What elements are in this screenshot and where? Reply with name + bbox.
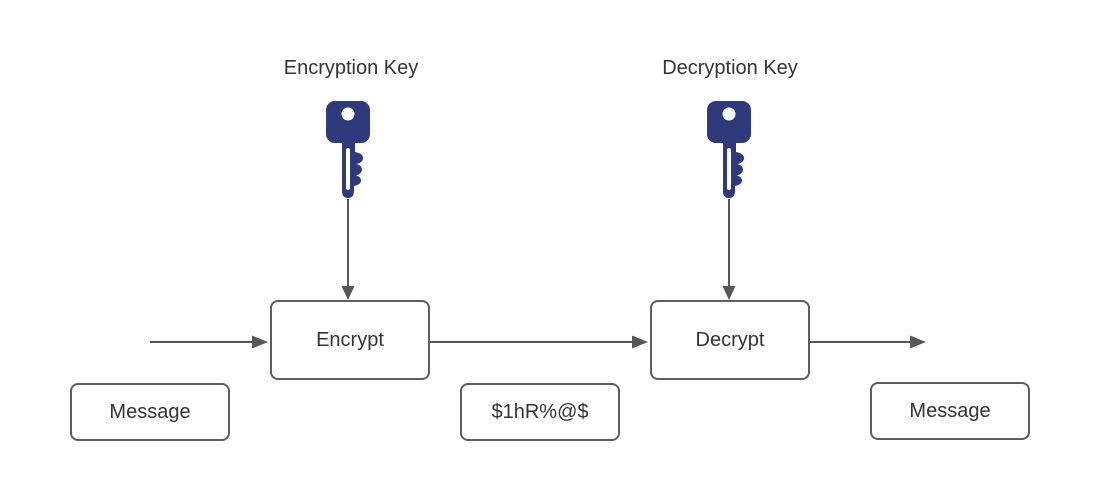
key-icon: [326, 101, 370, 198]
encryption-key-label: Encryption Key: [283, 57, 419, 79]
arrow-decrypt-to-message: [810, 335, 926, 349]
decryption-key-label: Decryption Key: [662, 57, 798, 79]
decrypt-node: Decrypt: [650, 300, 810, 380]
message-output-label: Message: [909, 399, 991, 422]
arrow-encryption-key-to-encrypt: [341, 199, 355, 300]
arrow-decryption-key-to-decrypt: [722, 199, 736, 300]
message-input-label: Message: [109, 400, 191, 423]
arrow-message-to-encrypt: [150, 335, 268, 349]
message-output-node: Message: [870, 382, 1030, 440]
decrypt-node-label: Decrypt: [695, 328, 765, 351]
message-input-node: Message: [70, 383, 230, 441]
encrypt-node: Encrypt: [270, 300, 430, 380]
ciphertext-label: $1hR%@$: [491, 400, 589, 423]
key-icon: [707, 101, 751, 198]
encrypt-node-label: Encrypt: [316, 328, 384, 351]
ciphertext-node: $1hR%@$: [460, 383, 620, 441]
arrow-encrypt-to-decrypt: [430, 335, 648, 349]
